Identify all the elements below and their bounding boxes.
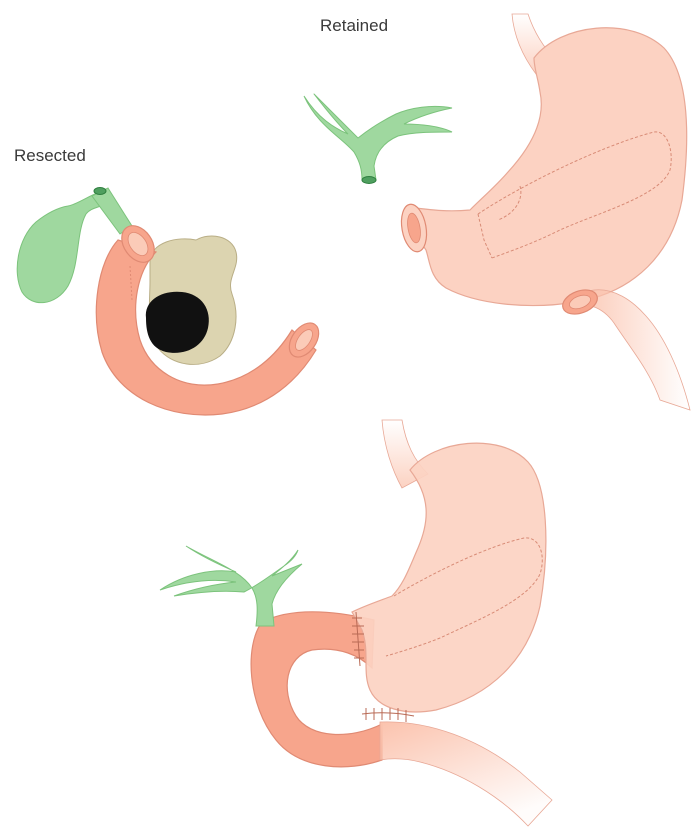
- retained-organs: [304, 14, 690, 410]
- gastrojejunal-sutures: [362, 708, 414, 722]
- jejunal-loop: [251, 612, 382, 767]
- bile-duct-cut-end: [94, 188, 106, 195]
- bile-duct-resected: [92, 188, 132, 234]
- stomach-reconstruction: [352, 443, 546, 712]
- reconstruction: [160, 420, 552, 826]
- resected-specimen: [17, 188, 325, 415]
- hepatic-duct-reconstruction: [160, 546, 302, 626]
- stomach-retained: [414, 28, 687, 306]
- hepatic-duct-retained: [304, 94, 452, 180]
- gallbladder: [17, 192, 110, 303]
- efferent-limb: [380, 722, 552, 826]
